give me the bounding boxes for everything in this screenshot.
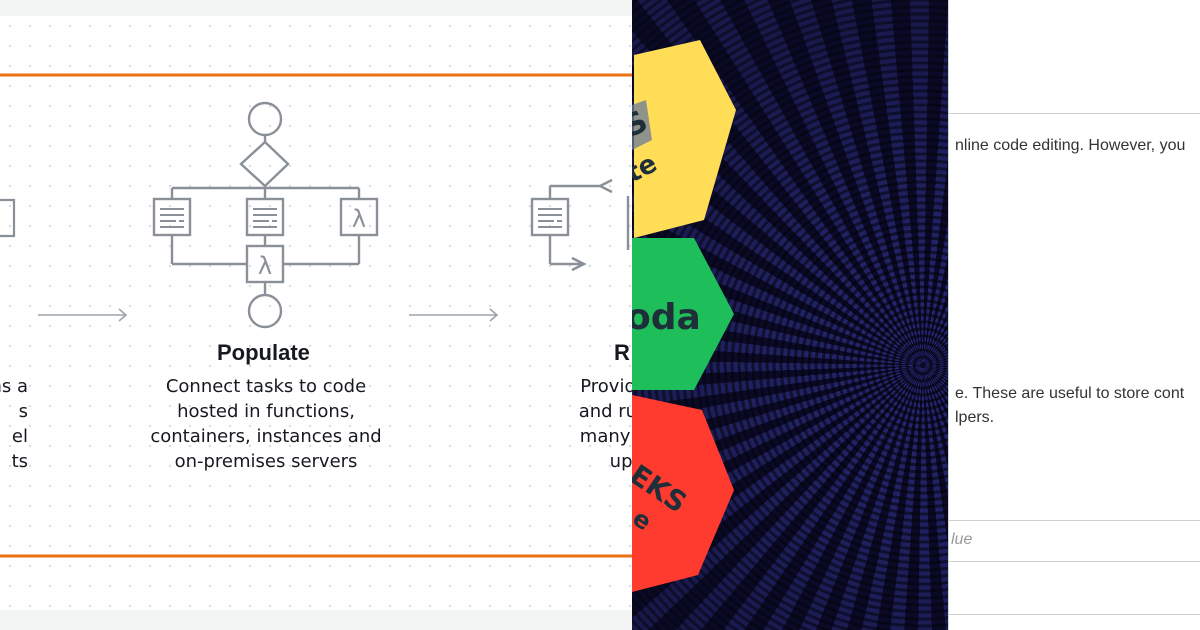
hexagon-red bbox=[632, 395, 734, 592]
hexagon-green-label: oda bbox=[632, 297, 701, 338]
settings-page-panel: nline code editing. However, you e. Thes… bbox=[948, 0, 1200, 630]
description-text: nline code editing. However, you bbox=[955, 137, 1186, 154]
step-description: ns a s el ts bbox=[0, 376, 28, 472]
divider bbox=[949, 113, 1200, 114]
run-flow-icon bbox=[530, 178, 630, 272]
workflow-diagram: λ λ bbox=[0, 73, 632, 558]
arrow-right-icon bbox=[409, 308, 499, 322]
value-input[interactable] bbox=[949, 521, 1191, 559]
arrow-right-icon bbox=[38, 308, 128, 322]
banner-image-panel: S te oda EKS e bbox=[632, 0, 948, 630]
task-document-icon bbox=[530, 197, 570, 237]
hexagon-yellow bbox=[634, 40, 736, 238]
workflow-diagram-panel: λ λ ns a s el ts Populate Connect tasks … bbox=[0, 0, 632, 630]
step-title-populate: Populate bbox=[217, 340, 310, 365]
end-state-icon bbox=[247, 293, 283, 329]
step-title-run: R bbox=[614, 340, 630, 365]
hexagon-graphic: S te oda EKS e bbox=[632, 40, 736, 592]
choice-state-icon bbox=[239, 140, 290, 188]
document-lines-icon bbox=[538, 208, 562, 228]
divider bbox=[949, 614, 1200, 615]
start-state-icon bbox=[247, 101, 283, 137]
lambda-icon: λ bbox=[258, 252, 272, 280]
task-document-icon bbox=[152, 197, 192, 237]
diagram-canvas bbox=[0, 16, 632, 610]
step-description-populate: Connect tasks to code hosted in function… bbox=[150, 376, 382, 472]
task-box-icon bbox=[0, 198, 16, 238]
task-document-icon bbox=[245, 197, 285, 237]
description-text: lpers. bbox=[955, 409, 995, 426]
hexagon-green bbox=[632, 238, 734, 390]
value-field bbox=[949, 520, 1200, 562]
step-description-run: Provide any and run you many times up to bbox=[578, 376, 632, 472]
populate-flow-icon bbox=[152, 101, 379, 329]
description-text: e. These are useful to store cont bbox=[955, 385, 1185, 402]
document-lines-icon bbox=[160, 208, 277, 228]
lambda-icon: λ bbox=[352, 205, 366, 233]
